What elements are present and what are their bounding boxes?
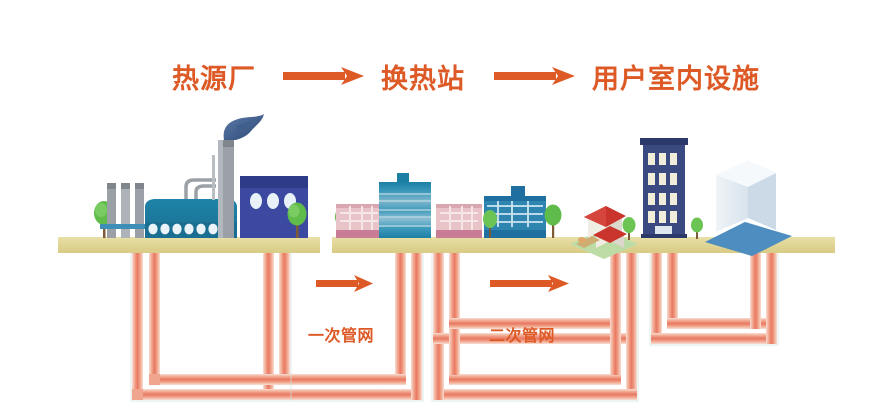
- header-flow-row: 热源厂 换热站 用户室内设施: [172, 63, 760, 95]
- flow-arrow-primary: [316, 275, 373, 292]
- header-step-heat-exchange-station: 换热站: [381, 64, 465, 95]
- underground-pipe-network: [130, 252, 779, 402]
- station-tower-teal: [379, 173, 431, 238]
- tree-station-right: [483, 204, 562, 238]
- chimney-stack-group: [100, 183, 152, 238]
- heat-exchange-station-illustration: [335, 173, 562, 238]
- arrow-station-to-user: [494, 67, 575, 85]
- header-step-user-indoor-facilities: 用户室内设施: [592, 63, 760, 95]
- tree-user-right: [691, 217, 703, 239]
- ground-line: [58, 237, 835, 253]
- heat-source-plant-illustration: [94, 114, 308, 238]
- tall-smokestack: [218, 140, 234, 238]
- tree-right: [287, 202, 307, 238]
- low-rise-pink-left: [336, 204, 382, 238]
- plant-vent-pipe: [212, 155, 215, 200]
- boiler-hall-teal: [145, 199, 237, 238]
- high-rise-tower: [705, 161, 792, 256]
- low-rise-pink-right: [436, 204, 482, 238]
- plant-pipework: [184, 178, 216, 199]
- label-primary-network: 一次管网: [308, 326, 374, 345]
- user-facilities-illustration: [570, 138, 792, 259]
- header-step-heat-source-plant: 热源厂: [172, 64, 256, 95]
- apartment-block-navy: [640, 138, 688, 238]
- flow-arrow-secondary: [490, 275, 569, 292]
- label-secondary-network: 二次管网: [489, 326, 555, 345]
- smoke-plume: [223, 114, 264, 140]
- detached-house: [570, 206, 638, 259]
- arrow-source-to-station: [283, 67, 364, 85]
- network-flow-annotations: 一次管网 二次管网: [308, 275, 569, 345]
- tree-user-left: [622, 217, 636, 240]
